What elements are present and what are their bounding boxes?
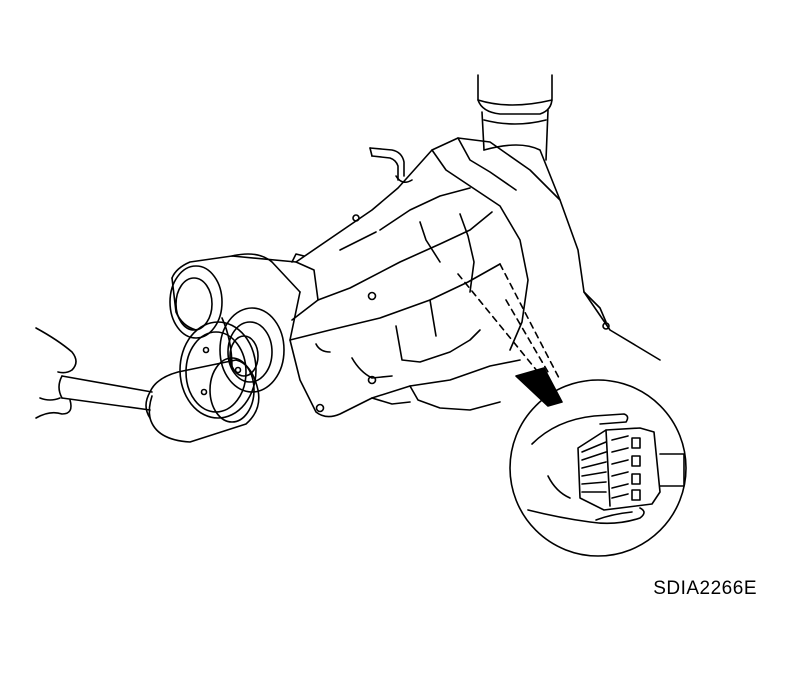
figure-id-label: SDIA2266E bbox=[653, 578, 757, 599]
detail-leader-lines bbox=[458, 264, 560, 380]
rear-flange bbox=[170, 266, 284, 392]
hand-detail bbox=[528, 414, 644, 523]
detail-circle bbox=[510, 380, 686, 556]
breather-tube bbox=[370, 148, 412, 182]
hand-left bbox=[36, 328, 76, 418]
housing-body bbox=[172, 138, 660, 417]
upper-shaft bbox=[478, 75, 560, 200]
bearing-detail bbox=[578, 428, 684, 510]
detail-pointer bbox=[516, 368, 562, 406]
seal-installer-tool bbox=[59, 358, 259, 442]
oil-seal bbox=[180, 322, 256, 418]
